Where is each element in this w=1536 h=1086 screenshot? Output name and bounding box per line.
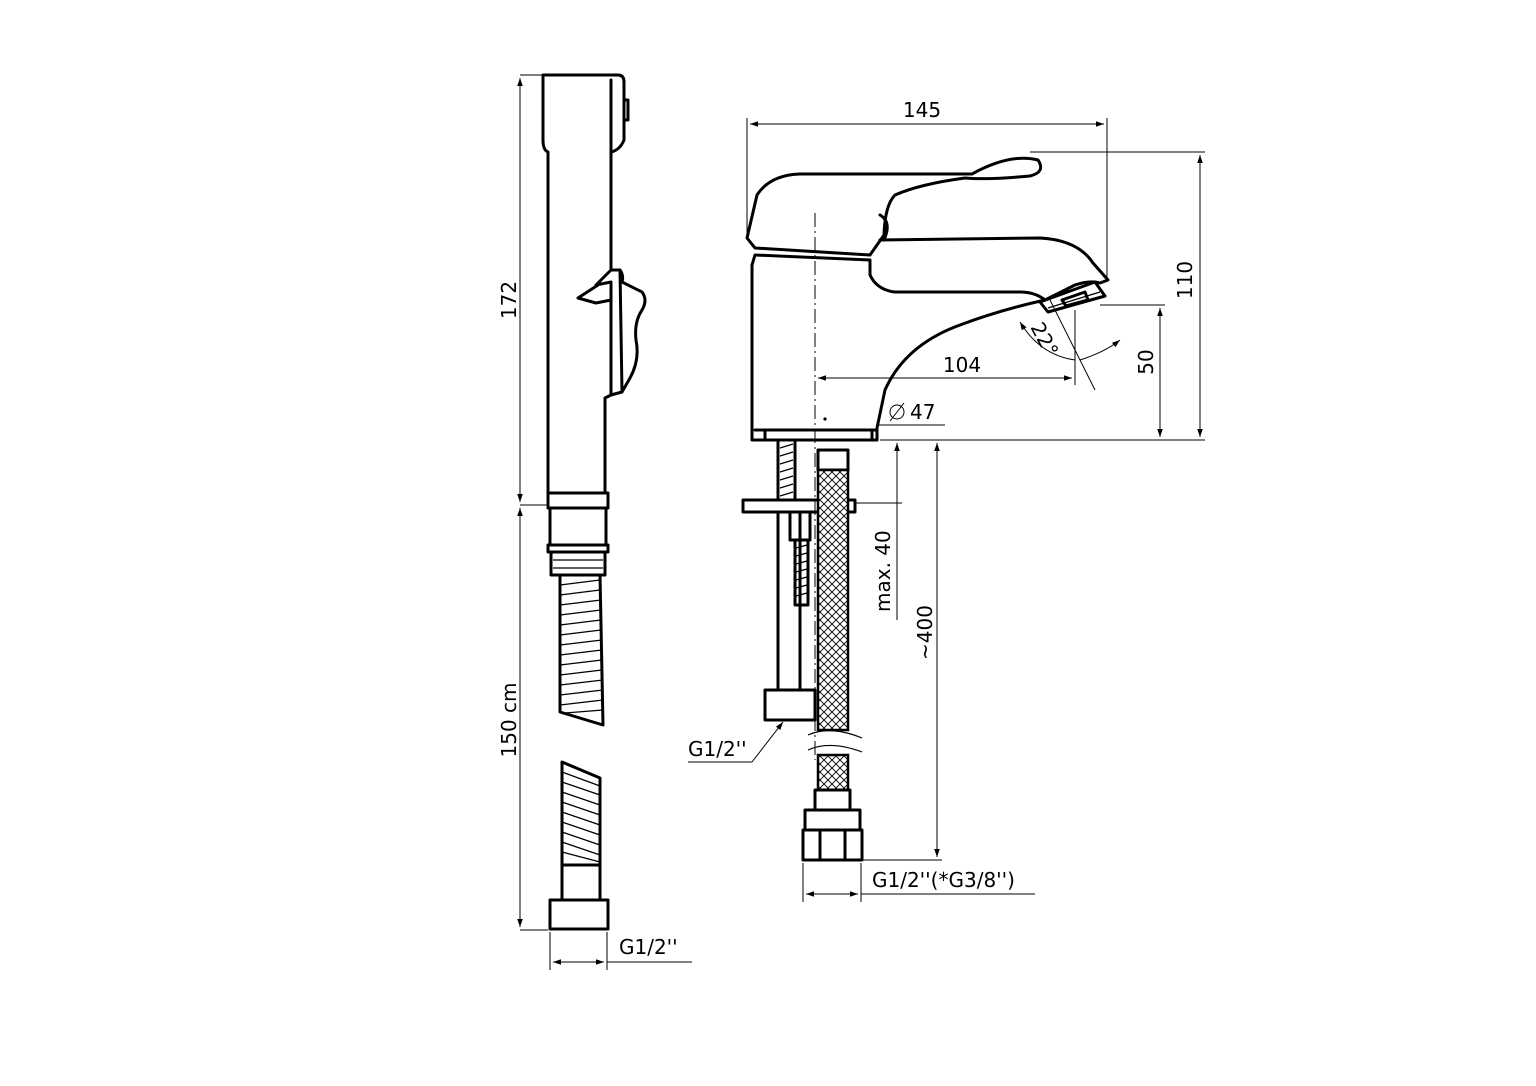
dim-label-172: 172 [497,281,521,319]
dim-label-angle: 22° [1026,318,1064,361]
shower-hose-upper [558,573,605,727]
diameter-icon [889,404,905,420]
dimension-max40 [855,443,902,620]
dimension-g12-supply [802,863,1035,902]
dimension-400 [862,443,942,861]
faucet-body [750,236,1110,442]
dimension-50 [1100,304,1165,437]
faucet-lever [745,156,1043,257]
dimension-172 [517,74,548,506]
shower-hose-lower [548,760,610,931]
aerator [1038,280,1107,314]
dim-label-110: 110 [1173,261,1197,299]
dimension-145 [746,118,1108,278]
dim-label-50: 50 [1134,349,1158,374]
dimension-diameter [823,402,945,426]
dimension-150cm [517,508,548,931]
dimension-104 [818,310,1076,385]
dim-label-g12-outlet: G1/2'' [688,737,747,761]
dim-label-150cm: 150 cm [497,682,521,757]
flex-hose [801,448,864,862]
dimension-angle [1019,299,1121,391]
hand-shower-connector [546,491,610,577]
dim-label-max40: max. 40 [871,530,895,612]
dimension-g12-hand-shower [549,932,692,970]
dim-label-g12-hand: G1/2'' [619,935,678,959]
dim-label-diameter: 47 [910,400,935,424]
dim-label-145: 145 [903,98,941,122]
dim-label-400: ~400 [913,605,937,660]
callout-g12-outlet [688,721,784,763]
dim-label-g12-supply: G1/2''(*G3/8'') [872,868,1015,892]
dim-label-104: 104 [943,353,981,377]
dimension-110 [880,151,1205,441]
hand-shower [541,73,647,495]
